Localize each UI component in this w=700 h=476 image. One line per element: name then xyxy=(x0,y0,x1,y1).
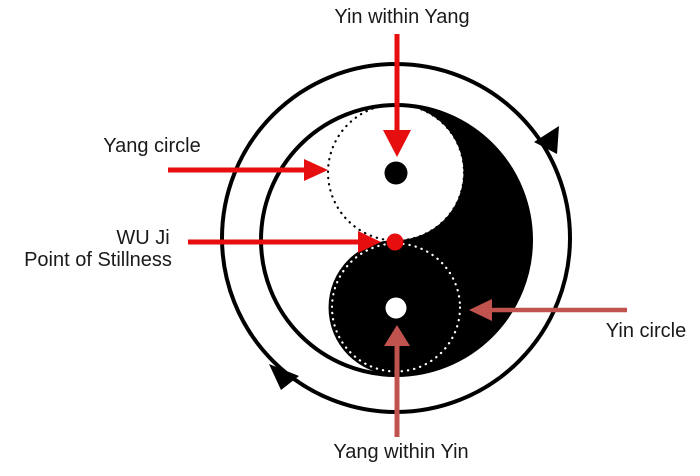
wu-ji-arrowhead xyxy=(358,231,381,253)
wu-ji-point-dot xyxy=(386,233,404,251)
yang-circle-arrowhead xyxy=(304,159,328,181)
label-point-of-stillness: Point of Stillness xyxy=(24,249,172,271)
yang-circle-arrow xyxy=(168,159,328,181)
yin-within-yang-arrow xyxy=(383,34,411,157)
label-wu-ji: WU Ji xyxy=(116,227,170,249)
yin-circle-arrow xyxy=(469,299,627,321)
label-yang-within-yin: Yang within Yin xyxy=(333,441,469,463)
yang-within-yin-arrowhead xyxy=(384,325,410,346)
rotation-arrowhead-top-right xyxy=(534,126,559,154)
wu-ji-arrow xyxy=(188,231,381,253)
label-yin-within-yang: Yin within Yang xyxy=(334,6,470,28)
yang-within-yin-dot xyxy=(385,297,407,319)
yin-circle-arrowhead xyxy=(469,299,492,321)
yin-within-yang-arrowhead xyxy=(383,130,411,157)
label-yang-circle: Yang circle xyxy=(103,135,201,157)
yang-within-yin-arrow xyxy=(384,325,410,437)
rotation-arrowhead-bottom-left xyxy=(269,364,299,390)
yin-within-yang-dot xyxy=(384,161,408,185)
label-yin-circle: Yin circle xyxy=(605,320,687,342)
